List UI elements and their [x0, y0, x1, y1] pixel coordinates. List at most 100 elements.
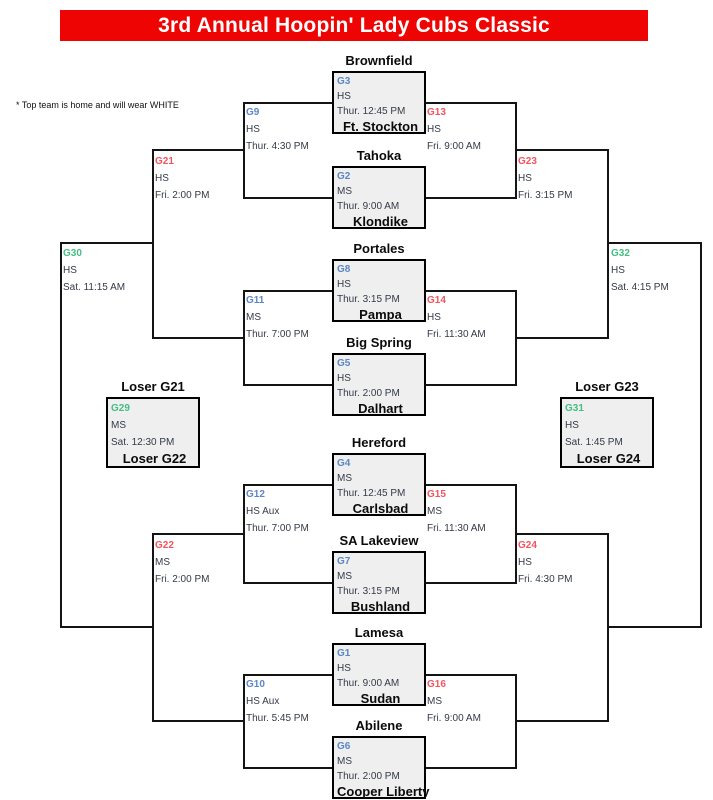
venue-label: HS	[565, 420, 579, 431]
bracket-line	[515, 337, 609, 339]
game-number: G8	[337, 264, 351, 275]
game-number: G7	[337, 556, 351, 567]
venue-label: HS	[337, 91, 351, 102]
game-time: Fri. 4:30 PM	[518, 574, 573, 585]
team-name-bottom: Loser G22	[122, 451, 187, 466]
venue-label: MS	[337, 571, 352, 582]
bracket-line	[515, 674, 517, 769]
game-number: G23	[518, 156, 537, 167]
game-time: Fri. 2:00 PM	[155, 574, 210, 585]
bracket-line	[426, 767, 517, 769]
game-number: G13	[427, 107, 446, 118]
game-number: G14	[427, 295, 446, 306]
venue-label: HS	[337, 279, 351, 290]
bracket-line	[243, 484, 334, 486]
team-name-bottom: Cooper Liberty	[337, 784, 430, 799]
game-number: G4	[337, 458, 351, 469]
game-number: G21	[155, 156, 174, 167]
venue-label: HS	[518, 173, 532, 184]
game-number: G22	[155, 540, 174, 551]
game-number: G9	[246, 107, 260, 118]
bracket-line	[515, 720, 609, 722]
bracket-line	[243, 674, 334, 676]
bracket-line	[243, 290, 334, 292]
bracket-line	[243, 102, 245, 199]
venue-label: MS	[427, 506, 442, 517]
bracket-line	[152, 533, 245, 535]
venue-label: HS	[246, 124, 260, 135]
team-name-top: SA Lakeview	[339, 533, 419, 548]
venue-label: HS	[155, 173, 169, 184]
bracket-line	[152, 720, 245, 722]
venue-label: HS	[518, 557, 532, 568]
tournament-title-banner: 3rd Annual Hoopin' Lady Cubs Classic	[60, 10, 648, 41]
venue-label: HS	[427, 312, 441, 323]
bracket-line	[152, 149, 245, 151]
team-name-top: Loser G23	[575, 379, 639, 394]
game-number: G24	[518, 540, 537, 551]
game-number: G30	[63, 248, 82, 259]
game-time: Thur. 2:00 PM	[337, 388, 400, 399]
bracket-line	[243, 197, 334, 199]
game-number: G6	[337, 741, 351, 752]
bracket-line	[515, 102, 517, 199]
game-number: G12	[246, 489, 265, 500]
venue-label: HS Aux	[246, 506, 280, 517]
bracket-line	[607, 533, 609, 722]
team-name-bottom: Klondike	[353, 214, 408, 229]
game-number: G1	[337, 648, 351, 659]
venue-label: HS	[427, 124, 441, 135]
game-time: Thur. 2:00 PM	[337, 771, 400, 782]
game-number: G2	[337, 171, 351, 182]
venue-label: MS	[337, 186, 352, 197]
team-name-bottom: Sudan	[360, 691, 401, 706]
team-name-top: Brownfield	[345, 53, 413, 68]
game-time: Sat. 4:15 PM	[611, 282, 669, 293]
game-time: Sat. 11:15 AM	[63, 282, 126, 293]
bracket-line	[152, 149, 154, 339]
team-name-top: Tahoka	[356, 148, 402, 163]
bracket-line	[243, 484, 245, 584]
game-number: G15	[427, 489, 446, 500]
bracket-line	[515, 533, 609, 535]
team-name-bottom: Ft. Stockton	[342, 119, 419, 134]
bracket-line	[60, 242, 62, 628]
team-name-top: Portales	[353, 241, 405, 256]
team-name-top: Big Spring	[346, 335, 412, 350]
bracket-line	[152, 533, 154, 722]
venue-label: MS	[427, 696, 442, 707]
bracket-line	[243, 767, 334, 769]
game-time: Thur. 3:15 PM	[337, 586, 400, 597]
game-number: G11	[246, 295, 265, 306]
venue-label: HS	[611, 265, 625, 276]
team-name-bottom: Dalhart	[358, 401, 403, 416]
bracket-line	[60, 242, 154, 244]
team-name-top: Hereford	[351, 435, 407, 450]
game-time: Fri. 3:15 PM	[518, 190, 573, 201]
team-name-bottom: Pampa	[359, 307, 402, 322]
bracket-line	[515, 484, 517, 584]
venue-label: MS	[111, 420, 126, 431]
venue-label: MS	[246, 312, 261, 323]
team-name-bottom: Carlsbad	[352, 501, 409, 516]
